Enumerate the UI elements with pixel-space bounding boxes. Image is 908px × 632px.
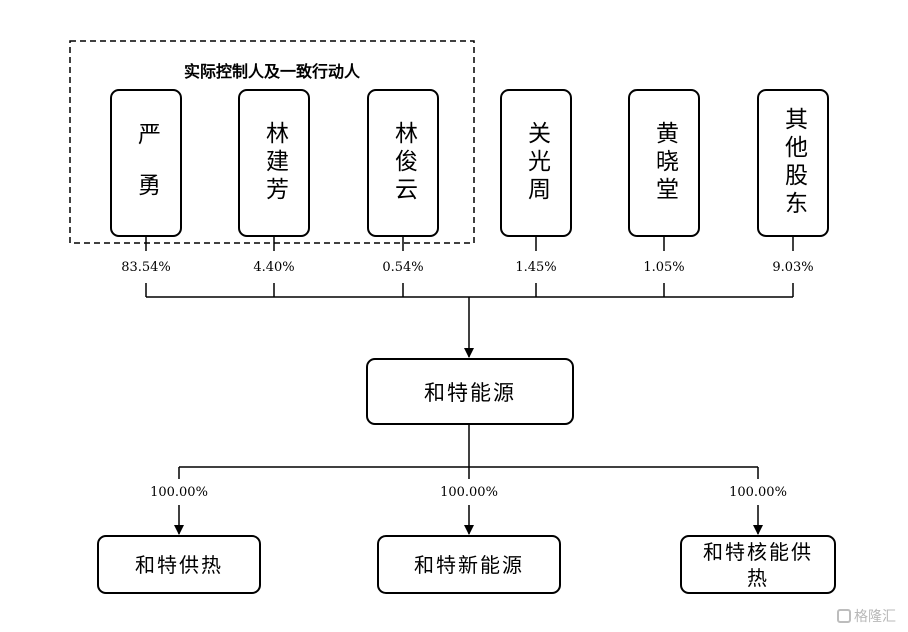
controller-group-title: 实际控制人及一致行动人 bbox=[183, 62, 360, 81]
shareholder-pct-lin-junyun: 0.54% bbox=[382, 260, 424, 275]
watermark: 格隆汇 bbox=[837, 606, 896, 626]
company-box: 和特能源 bbox=[366, 358, 574, 425]
controller-group-dashed-border bbox=[69, 40, 475, 244]
shareholder-pct-yan-yong: 83.54% bbox=[121, 260, 171, 275]
shareholder-box-lin-junyun: 林俊云 bbox=[367, 89, 439, 237]
subsidiary-box-new-energy: 和特新能源 bbox=[377, 535, 561, 594]
subsidiary-pct-nuclear-heat: 100.00% bbox=[729, 485, 787, 500]
shareholder-box-huang-xiaotang: 黄晓堂 bbox=[628, 89, 700, 237]
shareholder-box-other: 其他股东 bbox=[757, 89, 829, 237]
shareholder-pct-lin-jianfang: 4.40% bbox=[253, 260, 295, 275]
watermark-text: 格隆汇 bbox=[854, 609, 896, 625]
shareholder-pct-guan-guangzhou: 1.45% bbox=[515, 260, 557, 275]
subsidiary-box-heat: 和特供热 bbox=[97, 535, 261, 594]
watermark-logo-icon bbox=[837, 609, 851, 623]
shareholder-box-yan-yong: 严勇 bbox=[110, 89, 182, 237]
shareholder-box-lin-jianfang: 林建芳 bbox=[238, 89, 310, 237]
subsidiary-pct-new-energy: 100.00% bbox=[440, 485, 498, 500]
shareholder-pct-huang-xiaotang: 1.05% bbox=[643, 260, 685, 275]
shareholder-box-guan-guangzhou: 关光周 bbox=[500, 89, 572, 237]
subsidiary-pct-heat: 100.00% bbox=[150, 485, 208, 500]
shareholder-pct-other: 9.03% bbox=[772, 260, 814, 275]
subsidiary-box-nuclear-heat: 和特核能供热 bbox=[680, 535, 836, 594]
